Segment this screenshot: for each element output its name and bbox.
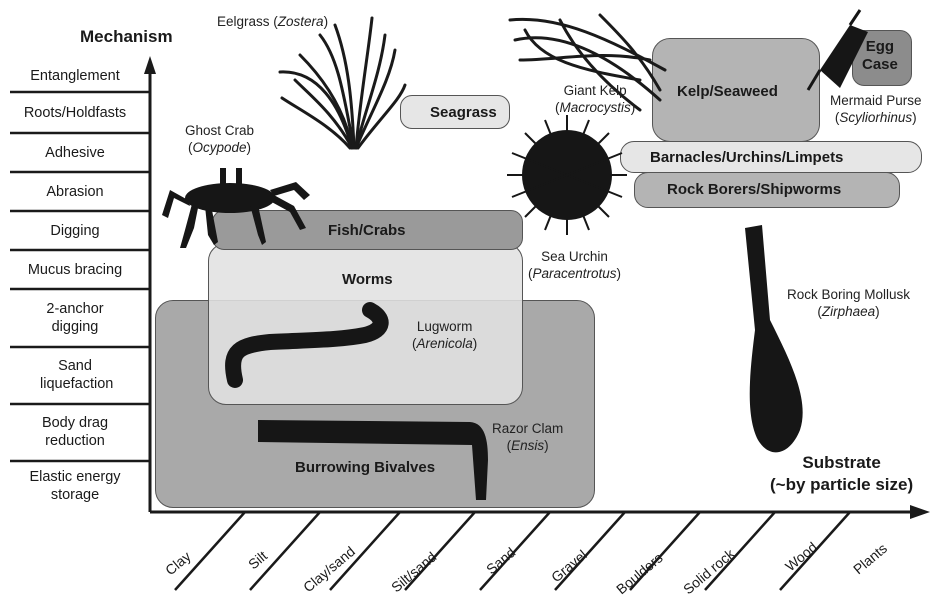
label-egg-case: Egg Case [862, 38, 898, 74]
caption-mermaid-purse: Mermaid Purse (Scyliorhinus) [830, 92, 922, 126]
label-egg-case-line2: Case [862, 56, 898, 74]
y-tick-elastic-energy-storage: Elastic energy storage [0, 468, 150, 504]
caption-sea-urchin: Sea Urchin (Paracentrotus) [528, 248, 621, 282]
y-tick-digging: Digging [0, 222, 150, 240]
caption-ghost-crab: Ghost Crab (Ocypode) [185, 122, 254, 156]
label-fish-crabs: Fish/Crabs [328, 222, 406, 239]
y-tick-2-anchor-digging: 2-anchor digging [0, 300, 150, 336]
caption-giant-kelp: Giant Kelp (Macrocystis) [555, 82, 635, 116]
eelgrass-sci: Zostera [278, 14, 324, 29]
label-burrowing-bivalves: Burrowing Bivalves [295, 459, 435, 476]
giant-kelp-name: Giant Kelp [555, 82, 635, 99]
y-tick-adhesive: Adhesive [0, 144, 150, 162]
y-tick-roots-holdfasts: Roots/Holdfasts [0, 104, 150, 122]
mermaid-purse-name: Mermaid Purse [830, 92, 922, 109]
eelgrass-name: Eelgrass [217, 14, 270, 29]
y-axis-title: Mechanism [80, 27, 173, 47]
rock-boring-mollusk-name: Rock Boring Mollusk [787, 286, 910, 303]
sea-urchin-name: Sea Urchin [528, 248, 621, 265]
x-axis-title: Substrate (~by particle size) [770, 452, 913, 496]
rock-boring-mollusk-sci: Zirphaea [822, 304, 875, 319]
label-seagrass: Seagrass [430, 104, 497, 121]
label-kelp-seaweed: Kelp/Seaweed [677, 83, 778, 100]
ghost-crab-sci: Ocypode [192, 140, 246, 155]
caption-rock-boring-mollusk: Rock Boring Mollusk (Zirphaea) [787, 286, 910, 320]
label-egg-case-line1: Egg [862, 38, 898, 56]
label-worms: Worms [342, 271, 393, 288]
caption-eelgrass: Eelgrass (Zostera) [217, 13, 328, 30]
x-axis-title-line1: Substrate [770, 452, 913, 474]
caption-lugworm: Lugworm (Arenicola) [412, 318, 477, 352]
mermaid-purse-sci: Scyliorhinus [839, 110, 912, 125]
ghost-crab-name: Ghost Crab [185, 122, 254, 139]
lugworm-name: Lugworm [412, 318, 477, 335]
x-axis-title-line2: (~by particle size) [770, 474, 913, 496]
label-rock-borers: Rock Borers/Shipworms [667, 181, 841, 198]
razor-clam-sci: Ensis [511, 438, 544, 453]
y-tick-abrasion: Abrasion [0, 183, 150, 201]
lugworm-sci: Arenicola [417, 336, 473, 351]
y-tick-body-drag-reduction: Body drag reduction [0, 414, 150, 450]
caption-razor-clam: Razor Clam (Ensis) [492, 420, 563, 454]
giant-kelp-sci: Macrocystis [560, 100, 631, 115]
y-tick-sand-liquefaction: Sand liquefaction [0, 357, 150, 393]
label-barnacles: Barnacles/Urchins/Limpets [650, 149, 843, 166]
razor-clam-name: Razor Clam [492, 420, 563, 437]
y-tick-entanglement: Entanglement [0, 67, 150, 85]
x-axis-arrow [910, 505, 930, 519]
sea-urchin-sci: Paracentrotus [533, 266, 617, 281]
y-tick-mucus-bracing: Mucus bracing [0, 261, 150, 279]
